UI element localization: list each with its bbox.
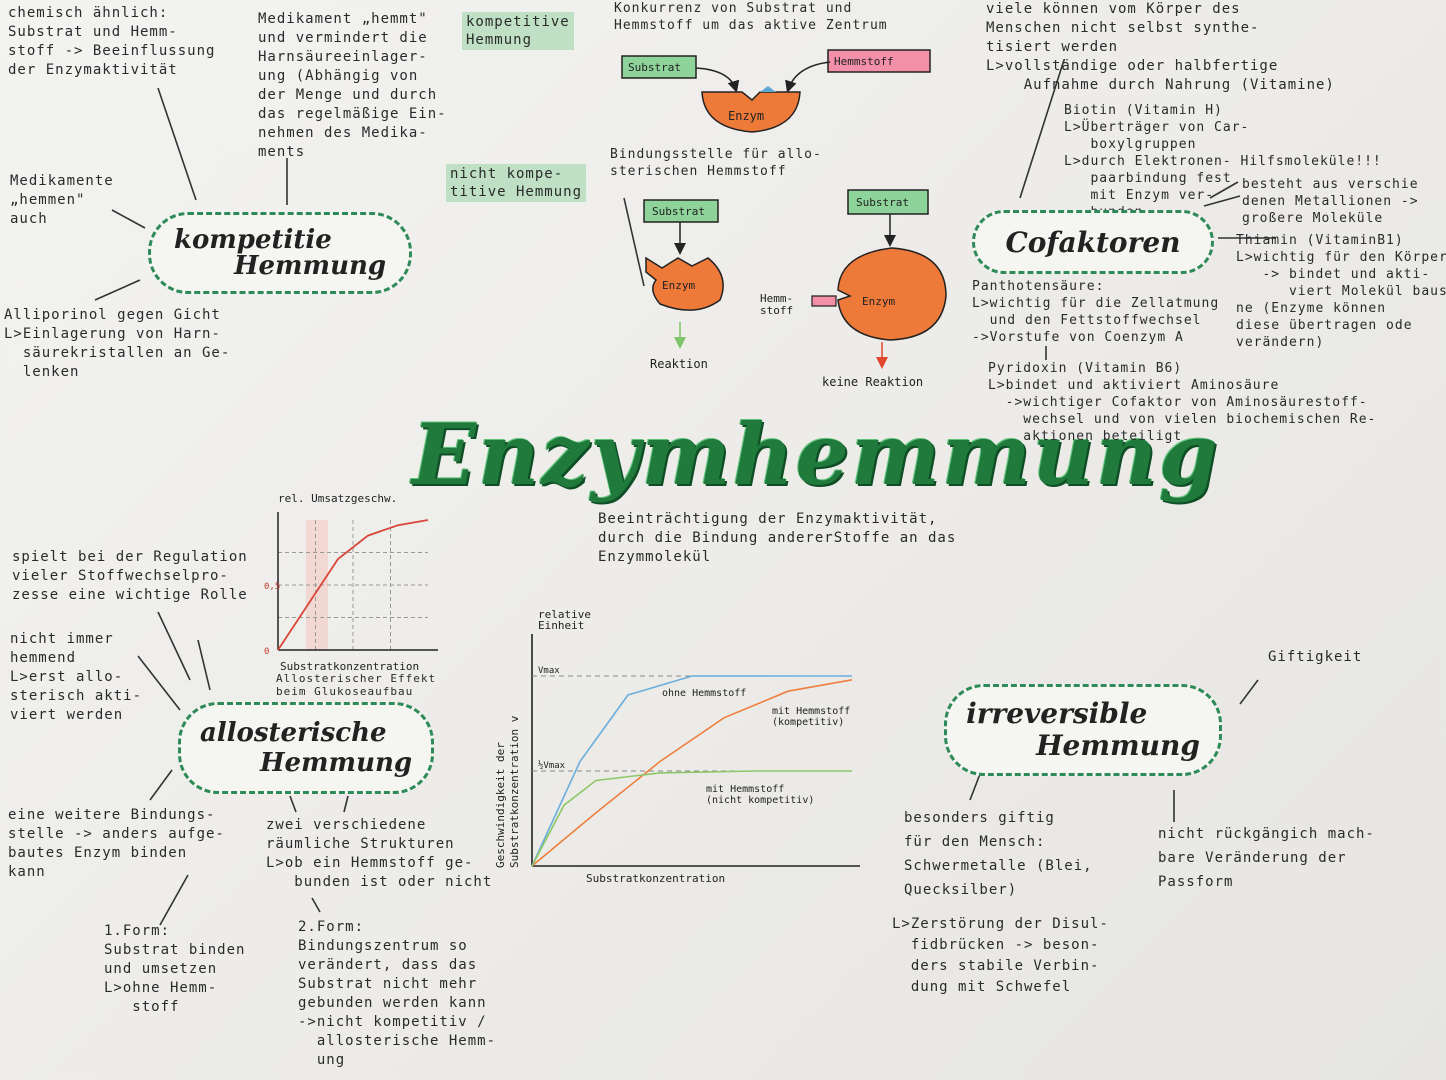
chart2-ylabel: Geschwindigkeit der: [494, 742, 507, 868]
note-cofactor-intro: viele können vom Körper des Menschen nic…: [986, 1, 1335, 93]
inhibitor-split-label: Hemm-stoff: [760, 292, 793, 317]
note-especially-toxic: besonders giftig für den Mensch: Schwerm…: [904, 810, 1093, 898]
inhibition-diagram: Enzym Substrat Hemmstoff Substrat Enzym …: [621, 49, 947, 389]
enzyme-label-left: Enzym: [662, 279, 695, 292]
enzyme-shape-top: [701, 91, 801, 133]
heading-irreversible-line2: Hemmung: [1036, 729, 1200, 762]
note-pyridoxin: Pyridoxin (Vitamin B6) L>bindet und akti…: [988, 361, 1377, 444]
heading-irreversible-line1: irreversible: [966, 697, 1148, 730]
chart2-series-line: [531, 675, 852, 867]
subtitle: Beeinträchtigung der Enzymaktivität, dur…: [598, 511, 957, 565]
chart2-ytick-label: ½Vmax: [538, 760, 566, 771]
chart2-xlabel: Substratkonzentration: [586, 872, 725, 885]
chart1-ytick-label: 0: [264, 647, 269, 657]
substrate-label-left: Substrat: [652, 205, 705, 218]
note-chemically-similar: chemisch ähnlich: Substrat und Hemm- sto…: [8, 5, 216, 78]
page-title: Enzymhemmung: [412, 405, 1220, 504]
heading-competitive-line2: Hemmung: [233, 251, 387, 281]
substrate-shape-top: [621, 55, 697, 79]
inhibitor-small: [811, 295, 837, 307]
chart1-ytick-label: 0,5: [264, 582, 280, 592]
chart2-series-label: mit Hemmstoff(kompetitiv): [772, 706, 850, 728]
heading-allosteric-line1: allosterische: [199, 718, 387, 748]
chart2-series-line: [531, 770, 852, 867]
note-metal-ions: besteht aus verschie denen Metallionen -…: [1242, 177, 1419, 226]
note-two-structures: zwei verschiedene räumliche Strukturen L…: [266, 817, 493, 890]
note-toxicity: Giftigkeit: [1268, 649, 1363, 665]
no-reaction-label: keine Reaktion: [822, 375, 923, 389]
heading-allosteric-line2: Hemmung: [259, 748, 413, 778]
inhibitor-shape: [827, 49, 931, 73]
note-not-always: nicht immer hemmend L>erst allo- sterisc…: [10, 631, 143, 723]
note-medicines: Medikamente „hemmen" auch: [10, 173, 114, 227]
enzyme-label-top: Enzym: [728, 109, 764, 123]
substrate-shape-left: [643, 199, 719, 223]
note-pantothenic: Panthotensäure: L>wichtig für die Zellat…: [972, 279, 1220, 345]
note-form2: 2.Form: Bindungszentrum so verändert, da…: [298, 919, 497, 1068]
note-irreversible-change: nicht rückgängich mach- bare Veränderung…: [1158, 826, 1375, 890]
enzyme-shape-left: [645, 256, 724, 311]
text-competition: Konkurrenz von Substrat und Hemmstoff um…: [614, 1, 888, 33]
reaction-label: Reaktion: [650, 357, 708, 371]
text-allosteric-site: Bindungsstelle für allo- sterischen Hemm…: [610, 147, 822, 179]
note-drug-inhibits: Medikament „hemmt" und vermindert die Ha…: [258, 11, 447, 160]
substrate-shape-right: [847, 189, 929, 215]
enzyme-shape-right: [837, 247, 947, 341]
note-binding-site: eine weitere Bindungs- stelle -> anders …: [8, 807, 225, 880]
chart-allosteric-effect: rel. Umsatzgeschw. 0 0,5 Substratkonzentr…: [264, 492, 438, 673]
note-form1: 1.Form: Substrat binden und umsetzen L>o…: [104, 923, 246, 1015]
substrate-label-right: Substrat: [856, 196, 909, 209]
label-noncompetitive: nicht kompe- titive Hemmung: [446, 164, 587, 202]
heading-cofactors: Cofaktoren: [972, 210, 1214, 274]
note-disulfide: L>Zerstörung der Disul- fidbrücken -> be…: [892, 916, 1109, 995]
chart1-series-line: [277, 519, 429, 651]
heading-competitive-line1: kompetitie: [173, 225, 332, 255]
chart1-caption: Allosterischer Effekt beim Glukoseaufbau: [276, 672, 437, 698]
chart1-xlabel: Substratkonzentration: [280, 660, 419, 673]
note-thiamin: Thiamin (VitaminB1) L>wichtig für den Kö…: [1236, 233, 1446, 350]
label-competitive: kompetitive Hemmung: [462, 12, 574, 50]
chart2-series-label: ohne Hemmstoff: [662, 688, 746, 699]
note-regulation: spielt bei der Regulation vieler Stoffwe…: [12, 549, 248, 603]
enzyme-label-right: Enzym: [862, 295, 895, 308]
chart2-series-label: mit Hemmstoff(nicht kompetitiv): [706, 784, 814, 806]
inhibitor-label: Hemmstoff: [834, 55, 894, 68]
chart1-ylabel: rel. Umsatzgeschw.: [278, 492, 397, 505]
heading-cofactors-text: Cofaktoren: [1005, 225, 1181, 259]
chart2-series-line: [531, 679, 853, 867]
note-gout: Alliporinol gegen Gicht L>Einlagerung vo…: [4, 307, 231, 380]
substrate-label-top: Substrat: [628, 61, 681, 74]
chart2-ytick-label: Vmax: [538, 666, 560, 676]
chart2-ylabel-2: Substratkonzentration v: [508, 715, 521, 868]
